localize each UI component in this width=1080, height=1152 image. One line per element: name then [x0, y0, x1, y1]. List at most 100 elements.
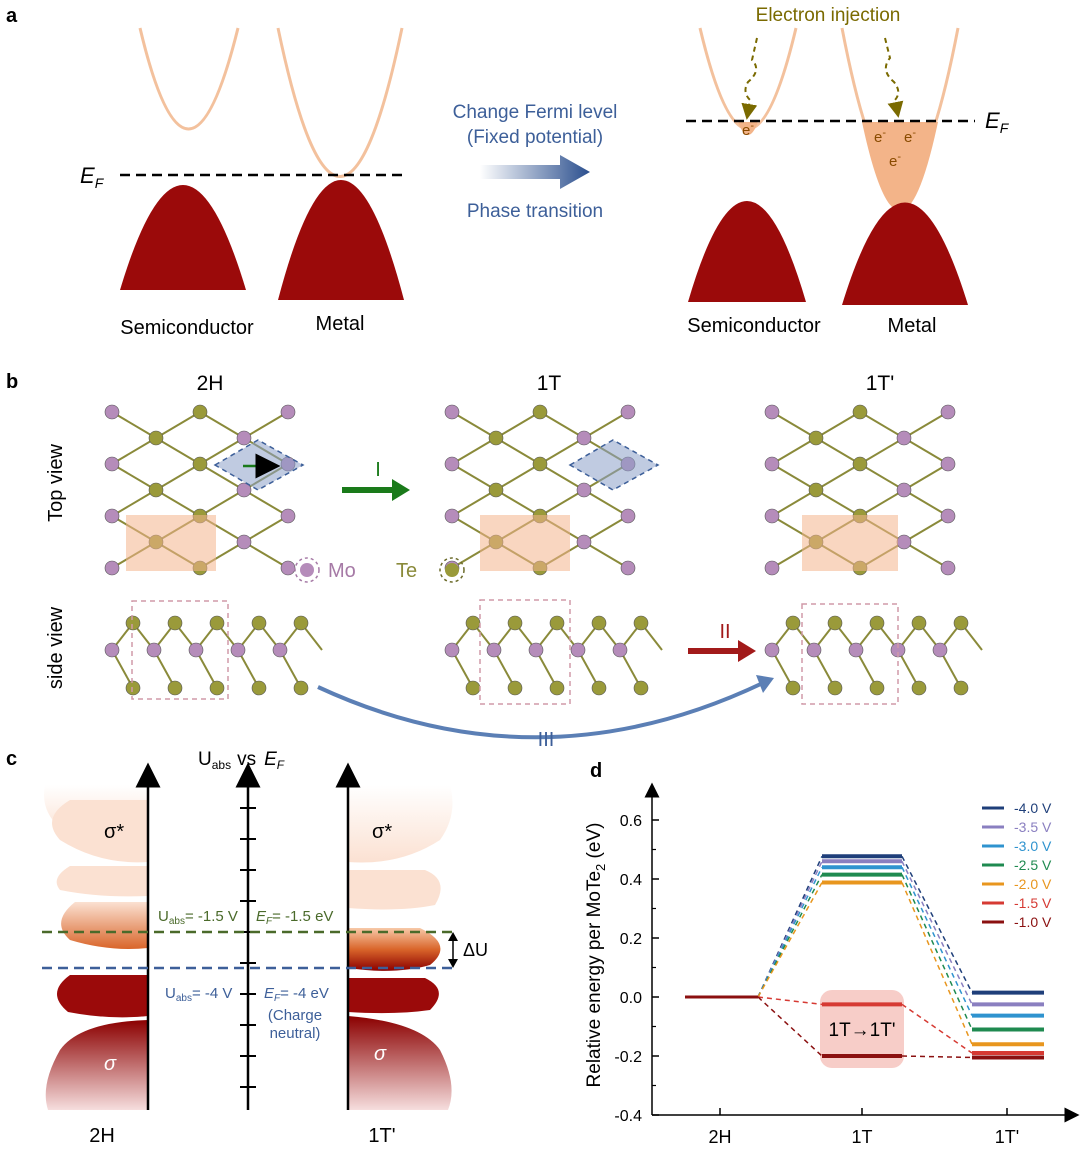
- te-atom: [293, 615, 309, 631]
- bond: [243, 541, 289, 569]
- te-atom: [293, 680, 309, 696]
- mo-atom: [444, 642, 460, 658]
- injection-arrow-2: [884, 37, 904, 118]
- side-view-label: side view: [45, 606, 67, 689]
- connector-1t-1tp: [901, 1055, 973, 1059]
- te-atom: [488, 482, 504, 498]
- te-atom: [465, 615, 481, 631]
- mo-atom: [444, 456, 460, 472]
- te-atom: [192, 456, 208, 472]
- te-atom: [465, 680, 481, 696]
- bond: [199, 489, 245, 517]
- mo-atom: [486, 642, 502, 658]
- sc-label-left: Semiconductor: [120, 317, 254, 339]
- y-tick-label: 0.0: [620, 990, 642, 1007]
- mo-atom: [280, 404, 296, 420]
- bond: [495, 437, 541, 465]
- u-label-2: Uabs= -4 V: [165, 985, 232, 1004]
- mo-atom: [280, 508, 296, 524]
- te-atom: [852, 456, 868, 472]
- mo-atom: [620, 508, 636, 524]
- dos-1tp-band-2: [348, 870, 441, 910]
- bond: [111, 489, 157, 517]
- unit-cell-1t: [480, 515, 570, 571]
- mo-atom: [896, 534, 912, 550]
- x-tick-label: 1T': [995, 1127, 1019, 1147]
- te-atom: [808, 430, 824, 446]
- mo-atom: [764, 560, 780, 576]
- te-legend-ring: [439, 557, 465, 583]
- bond: [539, 489, 585, 517]
- mo-atom: [940, 456, 956, 472]
- bond: [451, 437, 497, 465]
- bond: [155, 411, 201, 439]
- mo-atom: [896, 430, 912, 446]
- mo-atom: [104, 508, 120, 524]
- bond: [583, 489, 629, 517]
- bond: [111, 411, 157, 439]
- metal-filled-pocket: [862, 122, 938, 211]
- legend-label: -2.0 V: [1014, 876, 1052, 892]
- electron-injection-label: Electron injection: [756, 5, 901, 26]
- ef-label-left: EF: [80, 163, 105, 191]
- te-atom: [785, 680, 801, 696]
- unit-cell-1tp: [802, 515, 898, 571]
- prim-cell-1t: [568, 439, 660, 491]
- mo-atom: [764, 404, 780, 420]
- arrow-top-line1: Change Fermi level: [453, 102, 618, 123]
- metal-valence-band-right: [842, 202, 968, 305]
- phase-1tp-title: 1T': [866, 372, 895, 395]
- connector-1t-1tp: [901, 855, 973, 993]
- te-atom: [911, 680, 927, 696]
- bond: [243, 411, 289, 439]
- bond: [199, 463, 245, 491]
- bond: [243, 515, 289, 543]
- mo-atom: [104, 404, 120, 420]
- te-atom: [549, 680, 565, 696]
- mo-atom: [896, 482, 912, 498]
- bond: [859, 411, 905, 439]
- te-atom: [507, 615, 523, 631]
- mo-atom: [764, 456, 780, 472]
- mo-atom: [932, 642, 948, 658]
- side-box-1t: [479, 599, 571, 705]
- bond: [495, 463, 541, 491]
- mo-atom: [236, 482, 252, 498]
- te-atom: [633, 615, 649, 631]
- ef-label-1: EF= -1.5 eV: [256, 908, 333, 927]
- te-atom: [148, 482, 164, 498]
- mo-atom: [280, 560, 296, 576]
- bond: [495, 411, 541, 439]
- ef-label-2: EF= -4 eV: [264, 985, 329, 1004]
- bond: [771, 411, 817, 439]
- annotation-label: 1T→1T': [829, 1020, 896, 1041]
- dos-2h-sigma-label: σ: [104, 1053, 117, 1075]
- connector-1t-1tp: [901, 860, 973, 1005]
- bond: [539, 411, 585, 439]
- bond: [495, 489, 541, 517]
- side-box-2h: [131, 600, 229, 700]
- bond: [111, 437, 157, 465]
- mo-atom: [576, 482, 592, 498]
- sc-label-right: Semiconductor: [687, 315, 821, 337]
- te-atom: [507, 680, 523, 696]
- bond: [155, 463, 201, 491]
- te-atom: [785, 615, 801, 631]
- te-atom: [869, 615, 885, 631]
- arrow-top-line2: (Fixed potential): [467, 127, 603, 148]
- mo-legend-atom: [300, 563, 314, 577]
- electron-1: e-: [742, 120, 754, 139]
- transition-arrow-I: [342, 479, 410, 501]
- connector-1t-1tp: [901, 882, 973, 1045]
- dos-1tp-sigma-star-label: σ*: [372, 821, 392, 843]
- dos-2h-sigma-star-label: σ*: [104, 821, 124, 843]
- mo-atom: [272, 642, 288, 658]
- x-tick-label: 2H: [708, 1127, 731, 1147]
- mo-atom: [104, 642, 120, 658]
- connector-2h-1t: [757, 866, 823, 998]
- te-atom: [209, 615, 225, 631]
- dos-x-label-2h: 2H: [89, 1125, 115, 1147]
- mo-atom: [188, 642, 204, 658]
- mo-atom: [620, 404, 636, 420]
- y-tick-label: -0.2: [614, 1049, 642, 1066]
